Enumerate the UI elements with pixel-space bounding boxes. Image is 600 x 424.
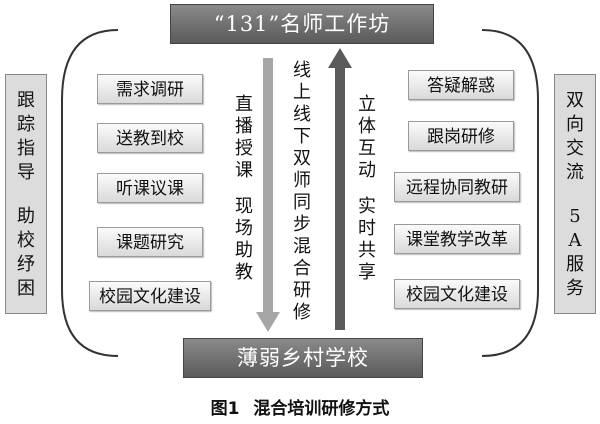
figure-title: 混合培训研修方式 <box>253 399 390 419</box>
left-item-2: 送教到校 <box>97 123 203 153</box>
up-arrow-head <box>328 48 352 68</box>
right-side-label: 双向交流 5A服务 <box>554 74 596 314</box>
left-item-5: 校园文化建设 <box>89 281 211 311</box>
center-left-line-2: 现场助教 <box>235 196 253 283</box>
left-side-line-1: 跟踪指导 <box>17 90 35 183</box>
left-item-1: 需求调研 <box>97 74 203 104</box>
down-arrow-shaft <box>263 58 273 314</box>
up-arrow-shaft <box>335 68 345 330</box>
right-item-3: 远程协同教研 <box>394 172 520 202</box>
left-side-label: 跟踪指导 助校纾困 <box>5 74 47 314</box>
right-side-line-2: 5A服务 <box>566 206 584 299</box>
center-right-text: 立体互动 实时共享 <box>357 94 377 284</box>
center-right-line-2: 实时共享 <box>358 196 376 283</box>
left-bracket <box>61 29 119 357</box>
left-item-4: 课题研究 <box>97 227 203 257</box>
down-arrow-head <box>256 312 280 332</box>
right-side-line-1: 双向交流 <box>566 90 584 183</box>
center-mid-text: 线上线下双师同步混合研修 <box>293 60 311 323</box>
center-left-line-1: 直播授课 <box>235 94 253 181</box>
left-side-line-2: 助校纾困 <box>17 206 35 299</box>
right-item-4: 课堂教学改革 <box>394 224 520 254</box>
figure-caption: 图1 混合培训研修方式 <box>0 394 600 419</box>
center-left-text: 直播授课 现场助教 <box>234 94 254 284</box>
center-right-line-1: 立体互动 <box>358 94 376 181</box>
right-item-5: 校园文化建设 <box>394 279 520 309</box>
left-item-3: 听课议课 <box>97 173 203 203</box>
right-bracket <box>481 29 539 357</box>
figure-number: 图1 <box>210 399 240 419</box>
workshop-box: “131”名师工作坊 <box>170 4 434 44</box>
rural-school-box: 薄弱乡村学校 <box>183 338 423 378</box>
right-item-2: 跟岗研修 <box>408 121 514 151</box>
right-item-1: 答疑解惑 <box>408 70 514 100</box>
